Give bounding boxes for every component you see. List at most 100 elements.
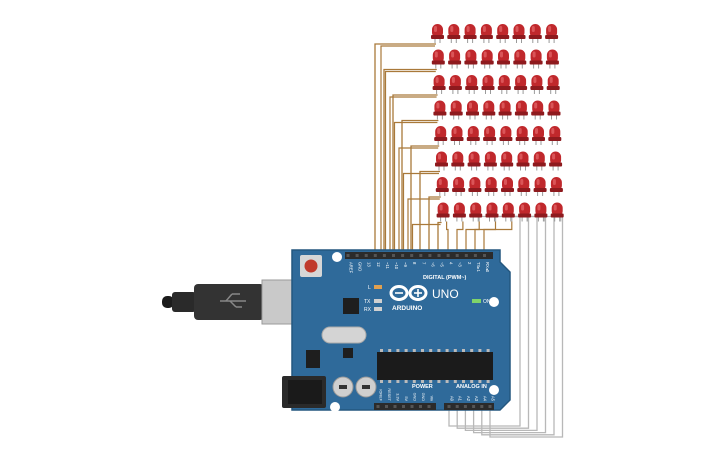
column-wire[interactable] bbox=[483, 221, 513, 255]
header-socket[interactable] bbox=[392, 254, 395, 257]
row-wire[interactable] bbox=[393, 121, 438, 253]
header-socket[interactable] bbox=[382, 254, 386, 257]
led[interactable] bbox=[436, 202, 450, 222]
led[interactable] bbox=[431, 49, 445, 69]
led[interactable] bbox=[452, 202, 466, 222]
row-wire[interactable] bbox=[428, 196, 441, 254]
header-socket[interactable] bbox=[410, 405, 414, 408]
led[interactable] bbox=[501, 202, 515, 222]
row-wire[interactable] bbox=[384, 70, 436, 253]
led[interactable] bbox=[448, 49, 462, 69]
led[interactable] bbox=[468, 177, 482, 196]
header-socket[interactable] bbox=[472, 405, 476, 408]
led[interactable] bbox=[435, 177, 449, 196]
header-socket[interactable] bbox=[355, 254, 359, 257]
row-wire[interactable] bbox=[411, 223, 441, 253]
led[interactable] bbox=[512, 24, 526, 43]
column-wire[interactable] bbox=[446, 221, 449, 255]
led[interactable] bbox=[531, 100, 545, 120]
led[interactable] bbox=[513, 49, 527, 69]
led[interactable] bbox=[479, 24, 493, 43]
header-socket[interactable] bbox=[437, 254, 441, 257]
led[interactable] bbox=[549, 177, 563, 196]
row-wire[interactable] bbox=[398, 147, 439, 252]
led[interactable] bbox=[451, 151, 465, 171]
led[interactable] bbox=[450, 126, 464, 145]
led[interactable] bbox=[483, 126, 497, 145]
header-socket[interactable] bbox=[364, 254, 368, 257]
column-wire[interactable] bbox=[465, 221, 480, 255]
led[interactable] bbox=[545, 49, 559, 69]
led[interactable] bbox=[466, 100, 479, 120]
row-wire[interactable] bbox=[402, 172, 440, 253]
led[interactable] bbox=[515, 126, 529, 145]
led[interactable] bbox=[528, 24, 542, 43]
led[interactable] bbox=[546, 75, 560, 94]
led[interactable] bbox=[547, 100, 561, 120]
led[interactable] bbox=[447, 24, 461, 43]
row-wire[interactable] bbox=[407, 198, 440, 252]
header-socket[interactable] bbox=[446, 254, 450, 257]
led[interactable] bbox=[518, 202, 532, 222]
header-socket[interactable] bbox=[483, 254, 486, 257]
led[interactable] bbox=[533, 177, 547, 196]
header-socket[interactable] bbox=[480, 405, 484, 408]
led[interactable] bbox=[549, 151, 563, 171]
led[interactable] bbox=[464, 49, 478, 69]
led[interactable] bbox=[532, 126, 545, 145]
header-socket[interactable] bbox=[385, 405, 388, 408]
led[interactable] bbox=[550, 202, 564, 222]
led[interactable] bbox=[434, 126, 448, 145]
led[interactable] bbox=[496, 24, 510, 43]
header-socket[interactable] bbox=[393, 405, 397, 408]
header-socket[interactable] bbox=[346, 254, 350, 257]
led[interactable] bbox=[435, 151, 448, 171]
led[interactable] bbox=[463, 24, 477, 43]
led[interactable] bbox=[452, 177, 466, 196]
led[interactable] bbox=[497, 49, 510, 69]
led[interactable] bbox=[499, 126, 513, 145]
header-socket[interactable] bbox=[473, 254, 477, 257]
led[interactable] bbox=[484, 177, 498, 196]
column-wire[interactable] bbox=[456, 221, 464, 255]
led[interactable] bbox=[548, 126, 562, 145]
header-socket[interactable] bbox=[419, 405, 422, 408]
led[interactable] bbox=[514, 75, 528, 94]
row-wire[interactable] bbox=[374, 43, 436, 254]
led[interactable] bbox=[432, 75, 446, 94]
row-wire[interactable] bbox=[383, 68, 437, 255]
row-wire[interactable] bbox=[410, 145, 440, 254]
led[interactable] bbox=[466, 126, 480, 145]
row-wire[interactable] bbox=[389, 96, 437, 252]
row-wire[interactable] bbox=[392, 94, 438, 254]
led[interactable] bbox=[517, 177, 531, 196]
header-socket[interactable] bbox=[464, 254, 468, 257]
header-socket[interactable] bbox=[455, 405, 459, 408]
led[interactable] bbox=[501, 177, 514, 196]
led[interactable] bbox=[469, 202, 483, 222]
header-socket[interactable] bbox=[488, 405, 492, 408]
header-socket[interactable] bbox=[447, 405, 451, 408]
led[interactable] bbox=[500, 151, 514, 171]
column-wire[interactable] bbox=[474, 221, 497, 255]
led[interactable] bbox=[497, 75, 511, 94]
led[interactable] bbox=[482, 100, 496, 120]
reset-button[interactable] bbox=[304, 259, 318, 273]
row-wire[interactable] bbox=[419, 170, 440, 255]
led[interactable] bbox=[534, 202, 548, 222]
led[interactable] bbox=[481, 75, 495, 94]
header-socket[interactable] bbox=[419, 254, 423, 257]
led[interactable] bbox=[449, 100, 463, 120]
led[interactable] bbox=[498, 100, 512, 120]
led[interactable] bbox=[480, 49, 494, 69]
led[interactable] bbox=[514, 100, 528, 120]
row-wire[interactable] bbox=[437, 221, 442, 255]
led[interactable] bbox=[431, 24, 444, 43]
header-socket[interactable] bbox=[401, 254, 405, 257]
led[interactable] bbox=[530, 75, 544, 94]
led[interactable] bbox=[516, 151, 530, 171]
header-socket[interactable] bbox=[402, 405, 405, 408]
led[interactable] bbox=[483, 151, 497, 171]
led[interactable] bbox=[485, 202, 499, 222]
